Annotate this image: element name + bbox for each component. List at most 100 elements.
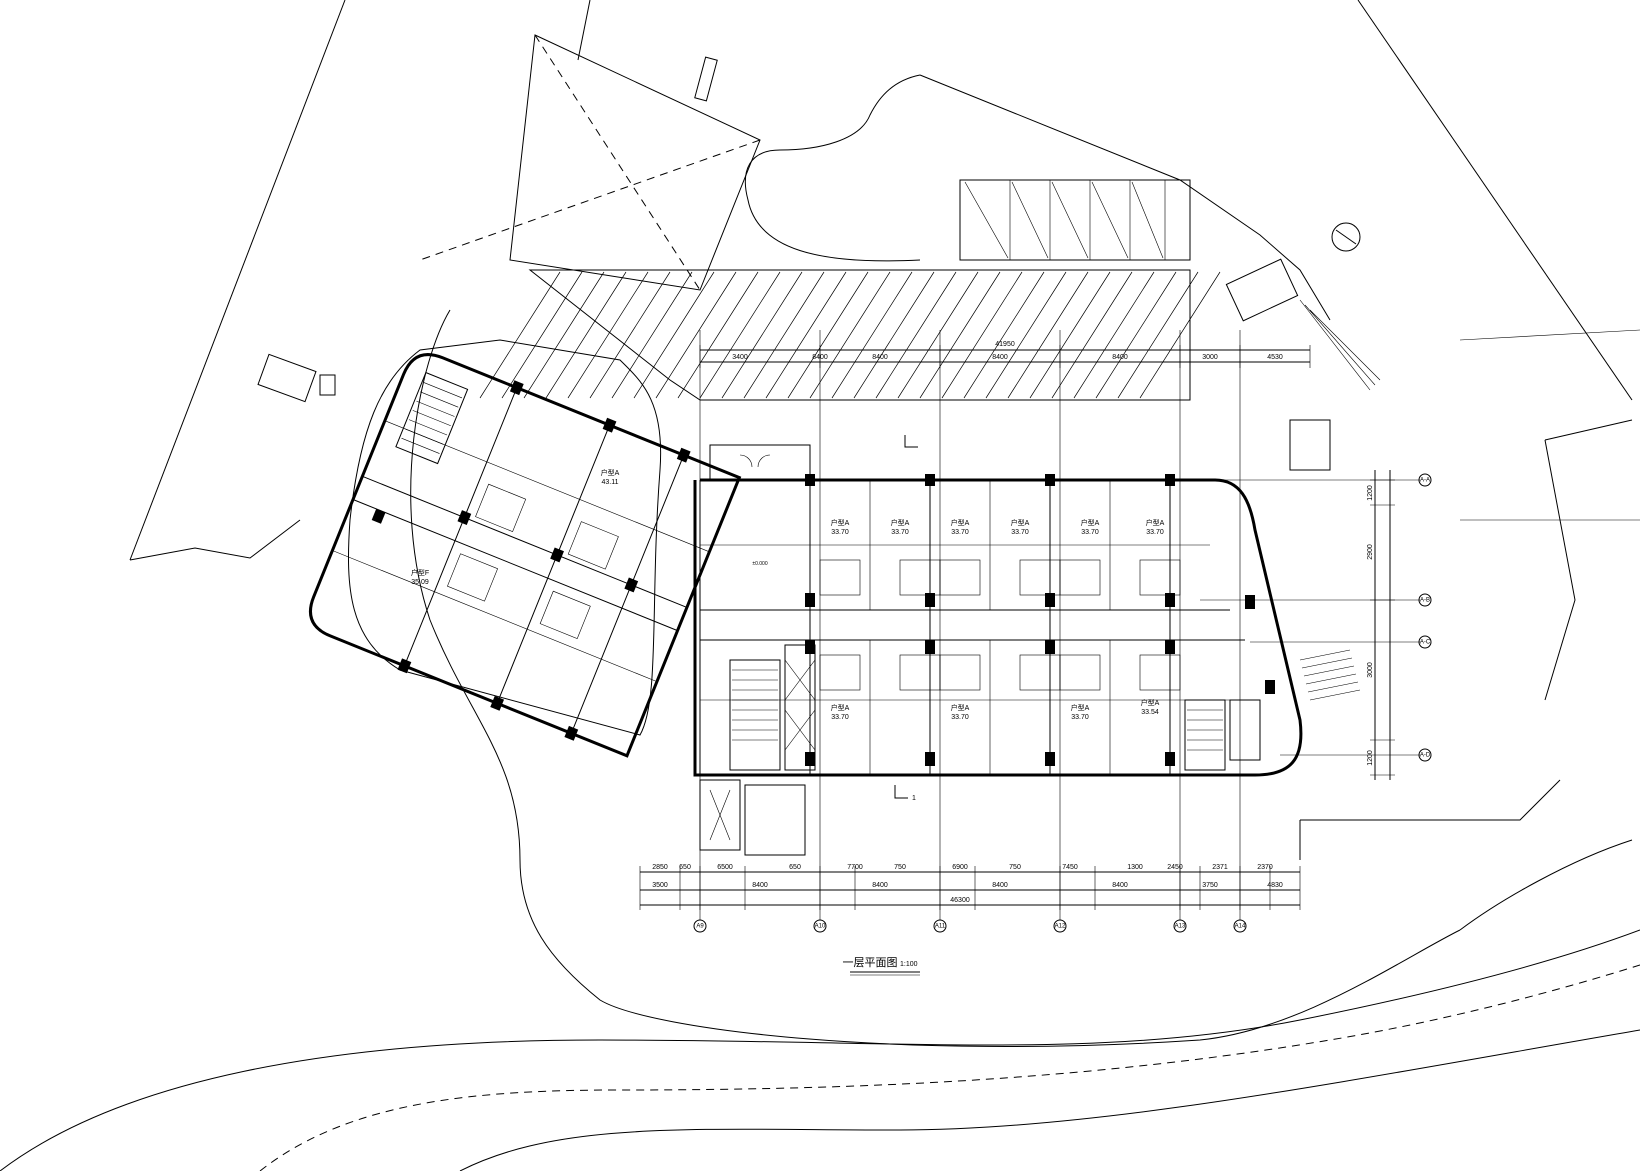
room-area: 33.70: [831, 529, 849, 536]
dimension-chain-right: 1200 2900 3000 1200: [1367, 470, 1395, 780]
dim-right-value: 1200: [1367, 485, 1374, 501]
level-marker: ±0.000: [752, 561, 767, 567]
room-name: 户型F: [411, 568, 429, 577]
room-name: 户型A: [1141, 698, 1160, 707]
room-name: 户型A: [951, 703, 970, 712]
dim-bottom-row2-value: 3500: [652, 882, 668, 889]
dim-bottom-row2-value: 8400: [752, 882, 768, 889]
dim-bottom-row1-value: 6900: [952, 864, 968, 871]
dim-right-value: 2900: [1367, 544, 1374, 560]
room-area: 33.70: [1071, 714, 1089, 721]
axis-label: A-D: [1420, 753, 1431, 759]
dim-bottom-row1-value: 7450: [1062, 864, 1078, 871]
axis-bubble: [1418, 635, 1432, 649]
axis-label: A-C: [1420, 640, 1431, 646]
left-stair: [257, 353, 336, 403]
room-area: 33.70: [951, 714, 969, 721]
dim-bottom-row1-value: 6500: [717, 864, 733, 871]
section-cut-label: 1: [912, 795, 916, 802]
axis-label: A10: [815, 924, 826, 930]
room-area: 33.70: [1011, 529, 1029, 536]
canopy-outline: [419, 34, 761, 291]
axis-label: A14: [1235, 924, 1246, 930]
dim-bottom-row1-value: 750: [1009, 864, 1021, 871]
axis-label: A13: [1175, 924, 1186, 930]
rotated-wing: [309, 353, 742, 758]
axis-bubble: [1173, 919, 1187, 933]
dim-bottom-row2-value: 8400: [992, 882, 1008, 889]
axis-bubble: [1053, 919, 1067, 933]
room-name: 户型A: [831, 518, 850, 527]
axis-bubble: [1418, 593, 1432, 607]
dim-bottom-row1-value: 1300: [1127, 864, 1143, 871]
room-name: 户型A: [1071, 703, 1090, 712]
axis-bubble: [1418, 473, 1432, 487]
axis-label: A9: [696, 924, 704, 930]
room-name: 户型A: [601, 468, 620, 477]
dim-bottom-row1-value: 650: [789, 864, 801, 871]
drawing-title: 一层平面图 1:100: [843, 956, 920, 976]
drawing-scale: 1:100: [900, 961, 918, 968]
hatched-parking-area: [479, 179, 1221, 401]
axis-label: A11: [935, 924, 946, 930]
section-cut: 1: [894, 435, 918, 802]
room-area: 33.54: [1141, 709, 1159, 716]
axis-bubble: [933, 919, 947, 933]
dim-top-row1-value: 4530: [1267, 354, 1283, 361]
dim-bottom-row2-value: 8400: [872, 882, 888, 889]
dim-bottom-row2-value: 3750: [1202, 882, 1218, 889]
room-name: 户型A: [1146, 518, 1165, 527]
axis-label: A-A: [1420, 478, 1430, 484]
dim-bottom-row2-value: 8400: [1112, 882, 1128, 889]
dim-top-row1-value: 8400: [1112, 354, 1128, 361]
dim-bottom-row1-value: 7700: [847, 864, 863, 871]
room-area: 33.70: [831, 714, 849, 721]
room-area: 43.11: [602, 479, 619, 486]
axis-bubbles-right: A-A A-B A-C A-D: [1418, 473, 1432, 762]
north-arrow-icon: [1331, 222, 1361, 252]
dim-right-value: 3000: [1367, 662, 1374, 678]
axis-bubble: [813, 919, 827, 933]
dim-top-total: 41950: [995, 341, 1015, 348]
dim-bottom-row1-value: 2370: [1257, 864, 1273, 871]
dimension-chain-bottom: 2850 650 6500 650 7700 750 6900 750 7450 1300 2450…: [639, 864, 1301, 910]
structural-columns: [805, 474, 1275, 766]
dim-bottom-row2-value: 4830: [1267, 882, 1283, 889]
dim-top-row1-value: 3400: [732, 354, 748, 361]
room-name: 户型A: [891, 518, 910, 527]
dim-right-value: 1200: [1367, 750, 1374, 766]
dim-bottom-row1-value: 2450: [1167, 864, 1183, 871]
axis-label: A12: [1055, 924, 1066, 930]
room-area: 33.70: [951, 529, 969, 536]
dim-bottom-row1-value: 750: [894, 864, 906, 871]
room-name: 户型A: [1011, 518, 1030, 527]
dim-bottom-row1-value: 650: [679, 864, 691, 871]
dim-top-row1-value: 3000: [1202, 354, 1218, 361]
drawing-title-text: 一层平面图: [843, 956, 898, 969]
room-name: 户型A: [951, 518, 970, 527]
axis-bubble: [1233, 919, 1247, 933]
room-name: 户型A: [1081, 518, 1100, 527]
axis-bubbles-bottom: A9 A10 A11 A12 A13 A14: [693, 919, 1247, 933]
room-area: 33.70: [891, 529, 909, 536]
room-labels: 户型A 33.70 户型A 33.70 户型A 33.70 户型A 33.70 户型A 33.70…: [411, 468, 1165, 721]
dim-bottom-row1-value: 2850: [652, 864, 668, 871]
room-area: 33.70: [1146, 529, 1164, 536]
dim-bottom-row1-value: 2371: [1212, 864, 1228, 871]
right-entrance: [1225, 258, 1381, 701]
unit-bathrooms: [819, 559, 1181, 691]
wing-perimeter: [348, 339, 662, 736]
main-building: [693, 444, 1303, 856]
axis-bubble: [693, 919, 707, 933]
axis-label: A-B: [1420, 598, 1430, 604]
room-area: 35.09: [411, 579, 429, 586]
axis-bubble: [1418, 748, 1432, 762]
dim-top-row1-value: 8400: [992, 354, 1008, 361]
axis-gridlines: [699, 330, 1420, 920]
dim-bottom-total: 46300: [950, 897, 970, 904]
room-name: 户型A: [831, 703, 850, 712]
room-area: 33.70: [1081, 529, 1099, 536]
